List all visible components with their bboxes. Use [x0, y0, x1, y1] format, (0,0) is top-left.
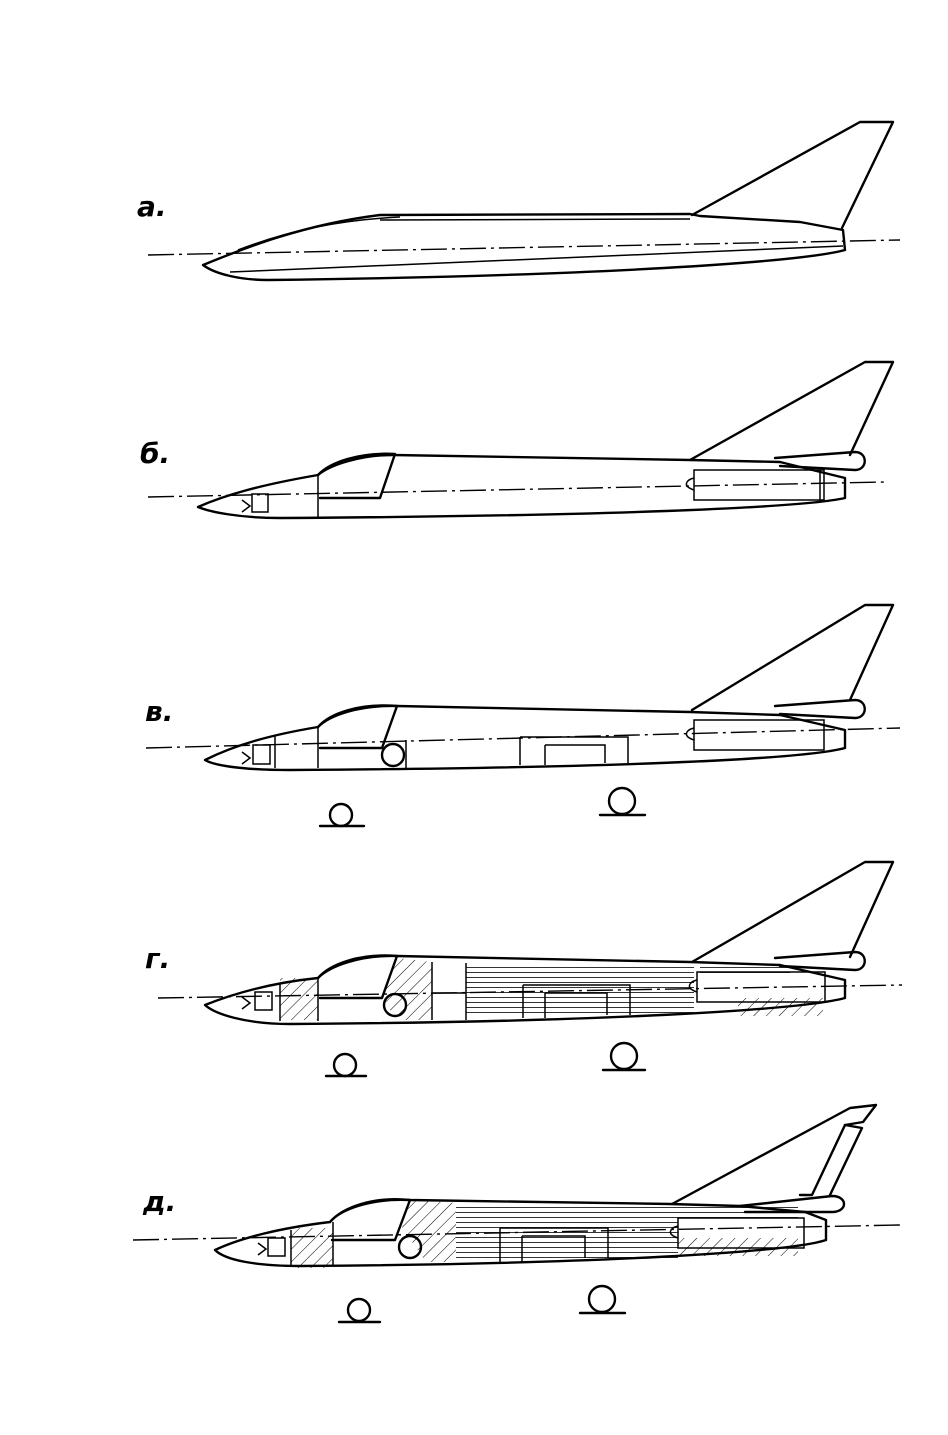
- variant-label-g: г.: [145, 942, 171, 975]
- nose-radar: [241, 493, 269, 513]
- rear-fuel-hatched: [678, 1238, 798, 1256]
- upper-rear-hatched: [678, 1207, 798, 1219]
- fuel-tank-hatched: [402, 1200, 456, 1262]
- center-line: [147, 239, 901, 256]
- engine-nacelle: [696, 971, 826, 1003]
- canopy: [316, 704, 399, 750]
- tail-fairing: [773, 450, 866, 472]
- aircraft-variant-b: [147, 360, 895, 520]
- nose-gear-extended: [332, 1052, 358, 1078]
- nose-radar: [241, 744, 271, 765]
- engine-intake-cone: [685, 477, 695, 491]
- canopy: [316, 954, 399, 1000]
- center-line: [145, 727, 901, 749]
- engine-intake-cone: [685, 727, 695, 741]
- vertical-tail: [690, 603, 895, 712]
- tail-fairing: [773, 698, 866, 720]
- canopy: [316, 452, 397, 500]
- aircraft-variant-a: [147, 120, 901, 282]
- main-gear-extended: [609, 1041, 639, 1071]
- fuselage-outline: [203, 704, 847, 772]
- vertical-tail: [670, 1103, 878, 1206]
- main-gear-bay: [522, 984, 631, 1018]
- tail-fairing: [773, 950, 866, 972]
- lower-keel-line: [229, 245, 844, 273]
- upper-fairing: [237, 216, 401, 251]
- forward-equipment-bay-hatched: [291, 1228, 333, 1268]
- variant-label-a: а.: [137, 190, 167, 223]
- fuel-tank-horizontal: [466, 963, 694, 1015]
- vertical-tail: [690, 860, 895, 964]
- nose-gear-extended: [346, 1297, 372, 1323]
- tail-fairing: [738, 1194, 846, 1214]
- main-gear-extended: [587, 1284, 617, 1314]
- fuselage-outline: [203, 954, 847, 1026]
- aircraft-variant-d: [132, 1103, 901, 1324]
- spine-line: [379, 218, 691, 221]
- nose-gear-wheel: [397, 1234, 423, 1260]
- main-gear-bay: [519, 736, 629, 765]
- vertical-tail: [688, 360, 895, 462]
- engine-nacelle: [693, 719, 825, 751]
- forward-equipment-bay-hatched: [280, 978, 318, 1020]
- upper-rear-hatched: [700, 964, 790, 974]
- nose-gear-wheel: [382, 992, 408, 1018]
- fuselage-outline: [196, 453, 847, 520]
- fuel-tank-hatched: [382, 958, 432, 1020]
- engine-intake-cone: [669, 1225, 679, 1239]
- engine-nacelle: [693, 469, 825, 501]
- vertical-tail: [690, 120, 895, 230]
- nose-gear-extended: [328, 802, 354, 828]
- main-gear-extended: [607, 786, 637, 816]
- fuselage-outline: [213, 1198, 828, 1268]
- variant-label-d: д.: [143, 1185, 177, 1218]
- canopy: [328, 1198, 412, 1242]
- aircraft-variant-v: [145, 603, 901, 828]
- engine-intake-cone: [688, 979, 698, 993]
- nose-radar: [241, 991, 273, 1011]
- center-line: [147, 481, 886, 498]
- fuel-tank-horizontal: [456, 1203, 678, 1261]
- main-gear-bay: [499, 1227, 609, 1262]
- aircraft-variant-g: [157, 860, 903, 1078]
- engine-nacelle: [677, 1217, 805, 1249]
- nose-gear-wheel: [380, 742, 406, 768]
- variant-label-b: б.: [140, 437, 171, 470]
- nose-radar: [257, 1237, 286, 1257]
- tail-fin-inner: [828, 1123, 864, 1197]
- variant-label-v: в.: [145, 695, 174, 728]
